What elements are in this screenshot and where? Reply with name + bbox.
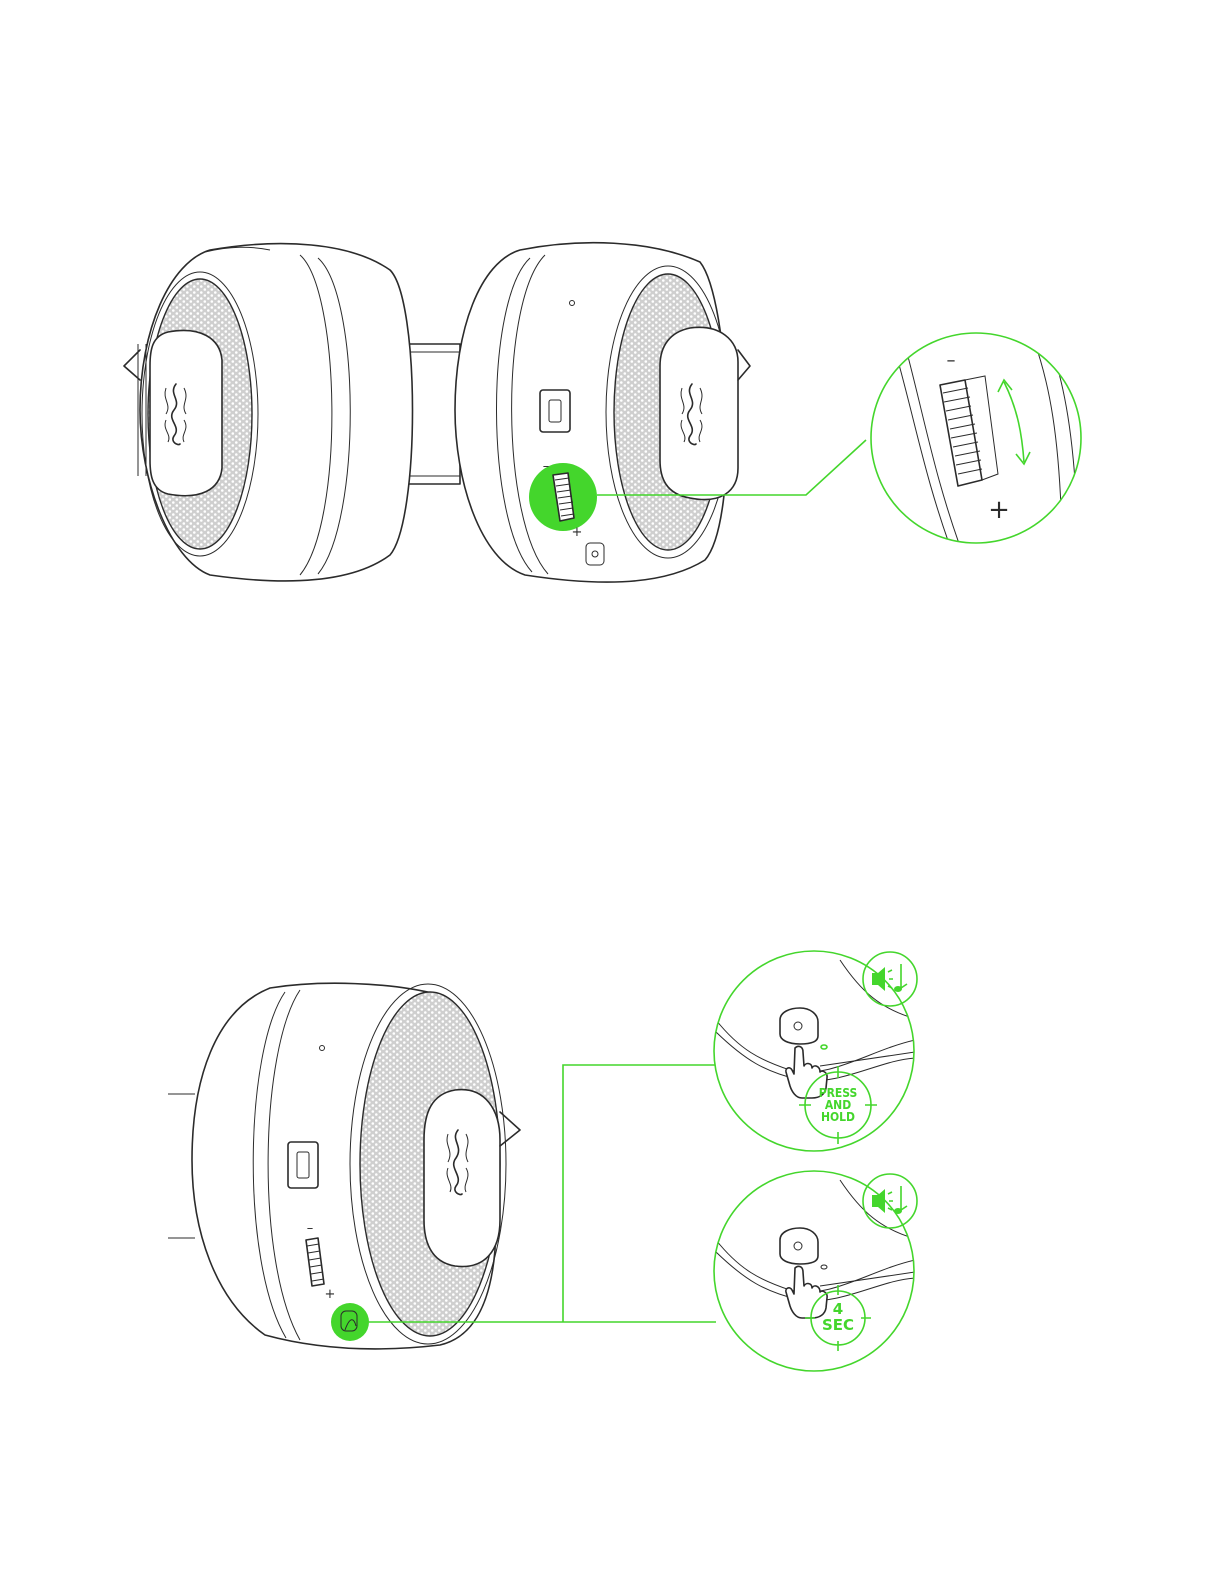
zoom-minus-mark: – (947, 350, 956, 371)
volume-minus-mark: – (543, 459, 550, 474)
sec-label: SEC (822, 1316, 854, 1334)
right-ear-cup: – + (455, 243, 750, 582)
right-cup-plate (660, 327, 738, 499)
press-and-hold-callout: PRESS AND HOLD (714, 951, 920, 1151)
usb-port (288, 1142, 318, 1188)
mic-button-highlight (331, 1303, 369, 1341)
usb-port (540, 390, 570, 432)
mic-leader-line-top (563, 1065, 716, 1322)
four-second-callout: 4 SEC (714, 1171, 920, 1371)
volume-plus-mark: + (325, 1287, 336, 1302)
left-ear-cup (124, 244, 413, 581)
volume-wheel-zoom-callout: – + (871, 330, 1081, 560)
mic-mute-button-icon (586, 543, 604, 565)
volume-minus-mark: – (307, 1221, 314, 1236)
volume-plus-mark: + (572, 525, 583, 540)
zoom-plus-mark: + (988, 495, 1010, 525)
hold-label: HOLD (821, 1110, 855, 1124)
headset-side-figure: – + (168, 983, 716, 1349)
headset-front-figure: – + – + (124, 243, 1081, 582)
